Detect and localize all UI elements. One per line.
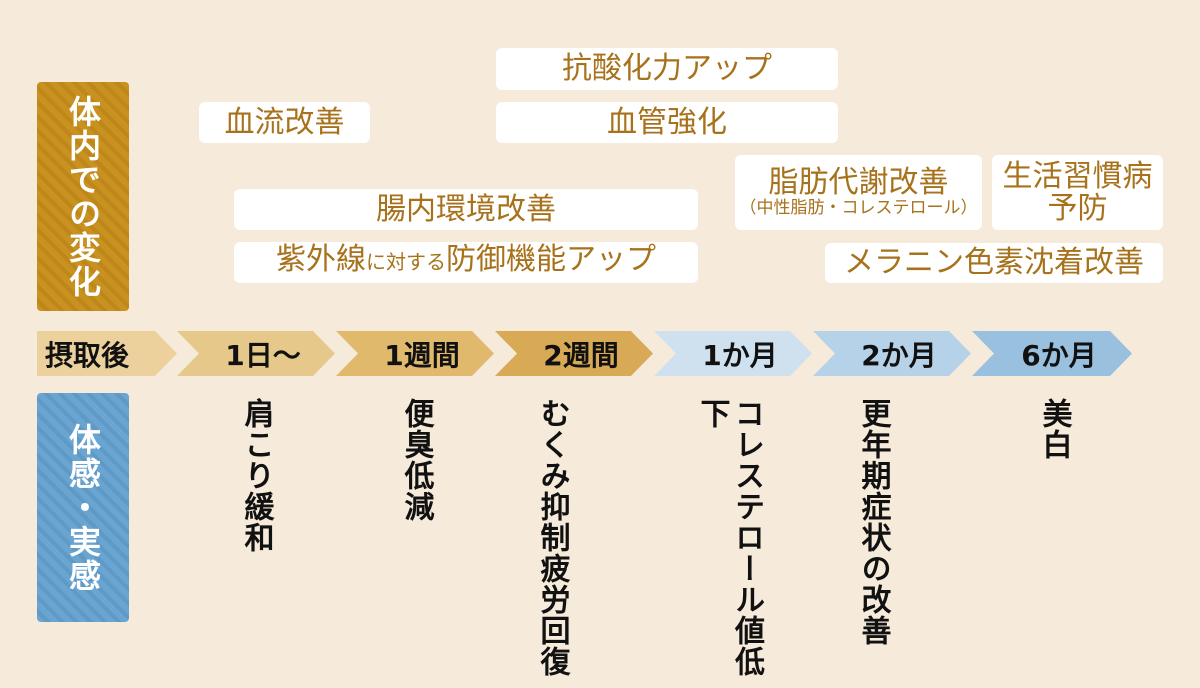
- felt-effect-line: むくみ抑制: [534, 398, 570, 553]
- timeline-label: 1週間: [384, 338, 460, 372]
- timeline-step-1month: 1か月: [654, 331, 812, 376]
- timeline-label: 1か月: [702, 338, 778, 372]
- effect-text: 腸内環境改善: [376, 191, 556, 227]
- effect-box-vessel: 血管強化: [496, 102, 838, 143]
- timeline-step-1week: 1週間: [336, 331, 494, 376]
- timeline-step-start: 摂取後: [37, 331, 177, 376]
- felt-effect-line: コレステロール値: [729, 398, 764, 646]
- effect-box-lipid: 脂肪代謝改善 （中性脂肪・コレステロール）: [735, 155, 982, 230]
- timeline-step-1day: 1日〜: [177, 331, 335, 376]
- felt-effect-line: 美白: [1036, 398, 1072, 460]
- felt-effects-label: 体感・実感: [37, 393, 129, 622]
- felt-effect-1week: 便臭低減: [398, 398, 434, 522]
- effect-text-small: に対する: [366, 250, 446, 274]
- felt-effect-line: 疲労回復: [534, 553, 570, 677]
- effect-text: 生活習慣病: [1002, 159, 1153, 194]
- timeline-step-2months: 2か月: [813, 331, 971, 376]
- timeline-label: 6か月: [1021, 338, 1097, 372]
- felt-effect-6months: 美白: [1036, 398, 1072, 460]
- effect-text: 紫外線: [276, 242, 366, 277]
- timeline-label: 摂取後: [45, 338, 130, 372]
- effect-text: 抗酸化力アップ: [562, 51, 772, 87]
- felt-effect-line: 更年期症状の: [855, 398, 891, 584]
- felt-effect-line: 肩こり緩和: [238, 398, 274, 553]
- effect-box-gut: 腸内環境改善: [234, 189, 698, 230]
- effect-text: 予防: [1047, 190, 1108, 226]
- timeline-step-2weeks: 2週間: [495, 331, 653, 376]
- effect-box-antioxidant: 抗酸化力アップ: [496, 48, 838, 90]
- effect-box-blood-flow: 血流改善: [199, 102, 370, 143]
- internal-changes-label-text: 体内での変化: [64, 94, 102, 299]
- felt-effects-label-text: 体感・実感: [64, 422, 102, 593]
- effect-box-melanin: メラニン色素沈着改善: [825, 243, 1163, 283]
- felt-effect-2weeks: むくみ抑制疲労回復: [534, 398, 570, 677]
- effect-text: 防御機能アップ: [446, 242, 656, 277]
- felt-effect-1month: コレステロール値低下: [694, 398, 765, 688]
- timeline-label: 1日〜: [225, 338, 301, 372]
- felt-effect-line: 便臭低減: [398, 398, 434, 522]
- effect-text: 血管強化: [607, 104, 727, 140]
- effect-text: メラニン色素沈着改善: [844, 245, 1144, 281]
- felt-effect-line: 低下: [694, 398, 765, 677]
- effect-box-uv: 紫外線 に対する 防御機能アップ: [234, 242, 698, 283]
- effect-text: 血流改善: [224, 104, 345, 140]
- timeline-step-6months: 6か月: [972, 331, 1132, 376]
- effect-text: 脂肪代謝改善: [768, 164, 949, 200]
- effect-box-lifestyle: 生活習慣病 予防: [992, 155, 1163, 230]
- timeline-label: 2か月: [861, 338, 937, 372]
- internal-changes-label: 体内での変化: [37, 82, 129, 311]
- timeline-label: 2週間: [543, 338, 619, 372]
- felt-effect-2months: 更年期症状の改善: [855, 398, 891, 646]
- felt-effect-line: 改善: [855, 584, 891, 646]
- felt-effect-1day: 肩こり緩和: [238, 398, 274, 553]
- effect-subtext: （中性脂肪・コレステロール）: [739, 198, 978, 219]
